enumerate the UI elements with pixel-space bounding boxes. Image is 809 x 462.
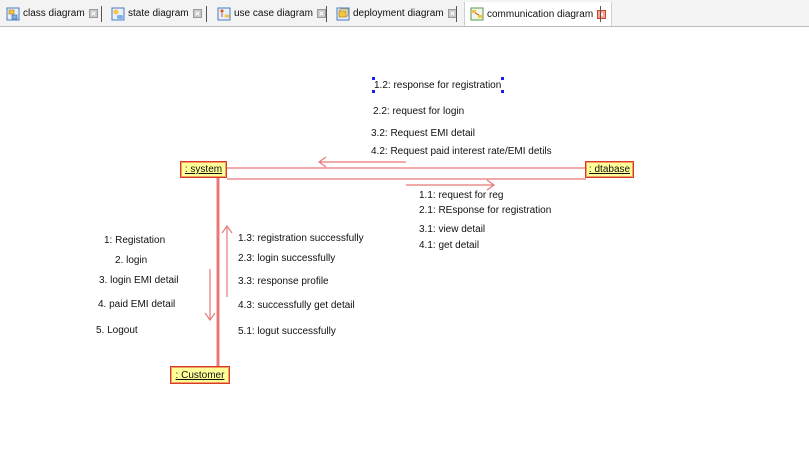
selection-handle[interactable] <box>501 90 504 93</box>
message-label: 2.2: request for login <box>373 106 465 117</box>
arrowhead-up <box>221 224 233 234</box>
tab-label: communication diagram <box>487 8 594 20</box>
tab-label: deployment diagram <box>353 8 444 19</box>
arrowhead-down <box>204 312 216 322</box>
message-label: 4.2: Request paid interest rate/EMI deti… <box>371 146 552 157</box>
object-customer[interactable]: : Customer <box>170 366 230 384</box>
message-label: 3.3: response profile <box>238 276 329 287</box>
tab-label: class diagram <box>23 8 85 19</box>
message-label: 4.3: successfully get detail <box>238 300 355 311</box>
communication-diagram-icon <box>470 7 484 21</box>
diagram-tab-bar: class diagram state diagram use case dia… <box>0 0 809 27</box>
close-icon[interactable] <box>88 9 98 18</box>
close-icon[interactable] <box>316 9 326 18</box>
tab-label: use case diagram <box>234 8 313 19</box>
message-label: 1.1: request for reg <box>419 190 504 201</box>
tab-separator <box>326 6 327 22</box>
object-system[interactable]: : system <box>180 161 227 178</box>
object-database[interactable]: : dtabase <box>585 161 634 178</box>
class-diagram-icon <box>6 7 20 21</box>
message-label: 4.1: get detail <box>419 240 480 251</box>
message-label: 1.3: registration successfully <box>238 233 364 244</box>
tab-separator <box>101 6 102 22</box>
selection-handle[interactable] <box>501 77 504 80</box>
message-label: 2. login <box>115 255 148 266</box>
links-layer <box>204 156 586 367</box>
selection-handle[interactable] <box>372 90 375 93</box>
message-label: 5. Logout <box>96 325 138 336</box>
deployment-diagram-icon <box>336 7 350 21</box>
message-label[interactable]: 1.2: response for registration <box>374 80 502 91</box>
tab-communication-diagram[interactable]: communication diagram <box>464 2 613 26</box>
tab-separator <box>600 6 601 22</box>
diagram-canvas[interactable]: : system : dtabase : Customer 1.2: respo… <box>0 27 809 462</box>
tab-state-diagram[interactable]: state diagram <box>111 4 202 23</box>
tab-class-diagram[interactable]: class diagram <box>6 4 98 23</box>
close-icon[interactable] <box>597 9 607 19</box>
state-diagram-icon <box>111 7 125 21</box>
tab-deployment-diagram[interactable]: deployment diagram <box>336 4 457 23</box>
tab-use-case-diagram[interactable]: use case diagram <box>217 4 326 23</box>
tab-separator <box>456 6 457 22</box>
message-label: 3.1: view detail <box>419 224 486 235</box>
close-icon[interactable] <box>192 9 202 18</box>
arrowhead-left <box>317 156 327 168</box>
message-label: 2.3: login successfully <box>238 253 336 264</box>
message-label: 1: Registation <box>104 235 166 246</box>
use-case-diagram-icon <box>217 7 231 21</box>
arrowhead-right <box>486 179 496 191</box>
tab-separator <box>206 6 207 22</box>
message-label: 3.2: Request EMI detail <box>371 128 475 139</box>
message-label: 4. paid EMI detail <box>98 299 176 310</box>
tab-label: state diagram <box>128 8 189 19</box>
selection-handle[interactable] <box>372 77 375 80</box>
message-label: 5.1: logut successfully <box>238 326 336 337</box>
message-label: 3. login EMI detail <box>99 275 179 286</box>
message-label: 2.1: REsponse for registration <box>419 205 552 216</box>
